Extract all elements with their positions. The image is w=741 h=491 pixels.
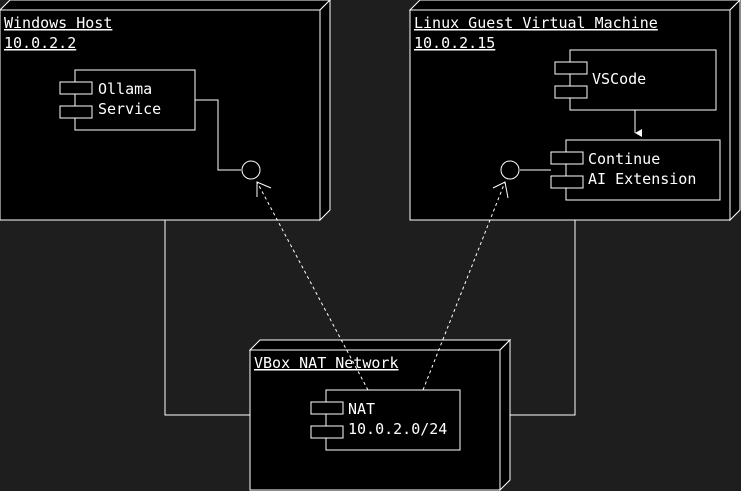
continue-component-label-line1: Continue — [588, 150, 660, 168]
ollama-component-body — [74, 69, 196, 131]
nat-component-tab-bottom — [310, 425, 344, 439]
linux-vm-title: Linux Guest Virtual Machine — [414, 14, 658, 32]
nat-component-body — [325, 389, 461, 451]
vscode-component-tab-bottom — [554, 85, 588, 99]
continue-component-label-line2: AI Extension — [588, 170, 696, 188]
vbox-nat-network-node[interactable]: VBox NAT Network NAT 10.0.2.0/24 — [248, 338, 512, 491]
continue-component-tab-top — [550, 151, 584, 165]
windows-host-node[interactable]: Windows Host 10.0.2.2 Ollama Service — [0, 0, 331, 222]
nat-component-label-line1: NAT — [348, 400, 375, 418]
linux-vm-node-top-face — [408, 0, 741, 11]
continue-ai-extension-component[interactable]: Continue AI Extension — [550, 139, 721, 201]
linux-guest-vm-node[interactable]: Linux Guest Virtual Machine 10.0.2.15 VS… — [408, 0, 741, 222]
nat-component[interactable]: NAT 10.0.2.0/24 — [310, 389, 461, 451]
vscode-component-body — [569, 49, 717, 111]
ollama-service-component[interactable]: Ollama Service — [59, 69, 196, 131]
windows-host-title: Windows Host — [4, 14, 112, 32]
ollama-component-label-line2: Service — [98, 100, 161, 118]
nat-to-continue-dependency — [422, 181, 509, 391]
ollama-provided-interface — [241, 160, 261, 180]
vscode-component-tab-top — [554, 61, 588, 75]
windows-host-node-top-face — [0, 0, 331, 11]
nat-to-ollama-arrowhead — [256, 181, 272, 197]
continue-provided-interface — [500, 160, 520, 180]
continue-component-tab-bottom — [550, 175, 584, 189]
windows-host-node-side-face — [319, 0, 331, 222]
windows-host-ip: 10.0.2.2 — [4, 34, 76, 52]
vscode-component[interactable]: VSCode — [554, 49, 717, 111]
linux-vm-ip: 10.0.2.15 — [414, 34, 495, 52]
vscode-component-label: VSCode — [592, 70, 646, 88]
nat-component-label-line2: 10.0.2.0/24 — [348, 420, 447, 438]
ollama-component-label-line1: Ollama — [98, 80, 152, 98]
nat-to-ollama-dependency — [256, 181, 369, 391]
ollama-component-tab-bottom — [59, 105, 93, 119]
nat-node-top-face — [248, 339, 512, 351]
linux-to-nat-connector — [510, 220, 576, 416]
ollama-interface-link — [195, 99, 241, 171]
nat-to-continue-arrowhead — [492, 181, 509, 199]
continue-component-body — [565, 139, 721, 201]
linux-vm-node-side-face — [729, 0, 741, 222]
nat-node-side-face — [499, 338, 511, 491]
nat-network-title: VBox NAT Network — [254, 354, 399, 372]
nat-to-continue-dashed-line — [422, 181, 506, 391]
nat-component-tab-top — [310, 401, 344, 415]
ollama-component-tab-top — [59, 81, 93, 95]
windows-to-nat-connector — [164, 220, 250, 416]
